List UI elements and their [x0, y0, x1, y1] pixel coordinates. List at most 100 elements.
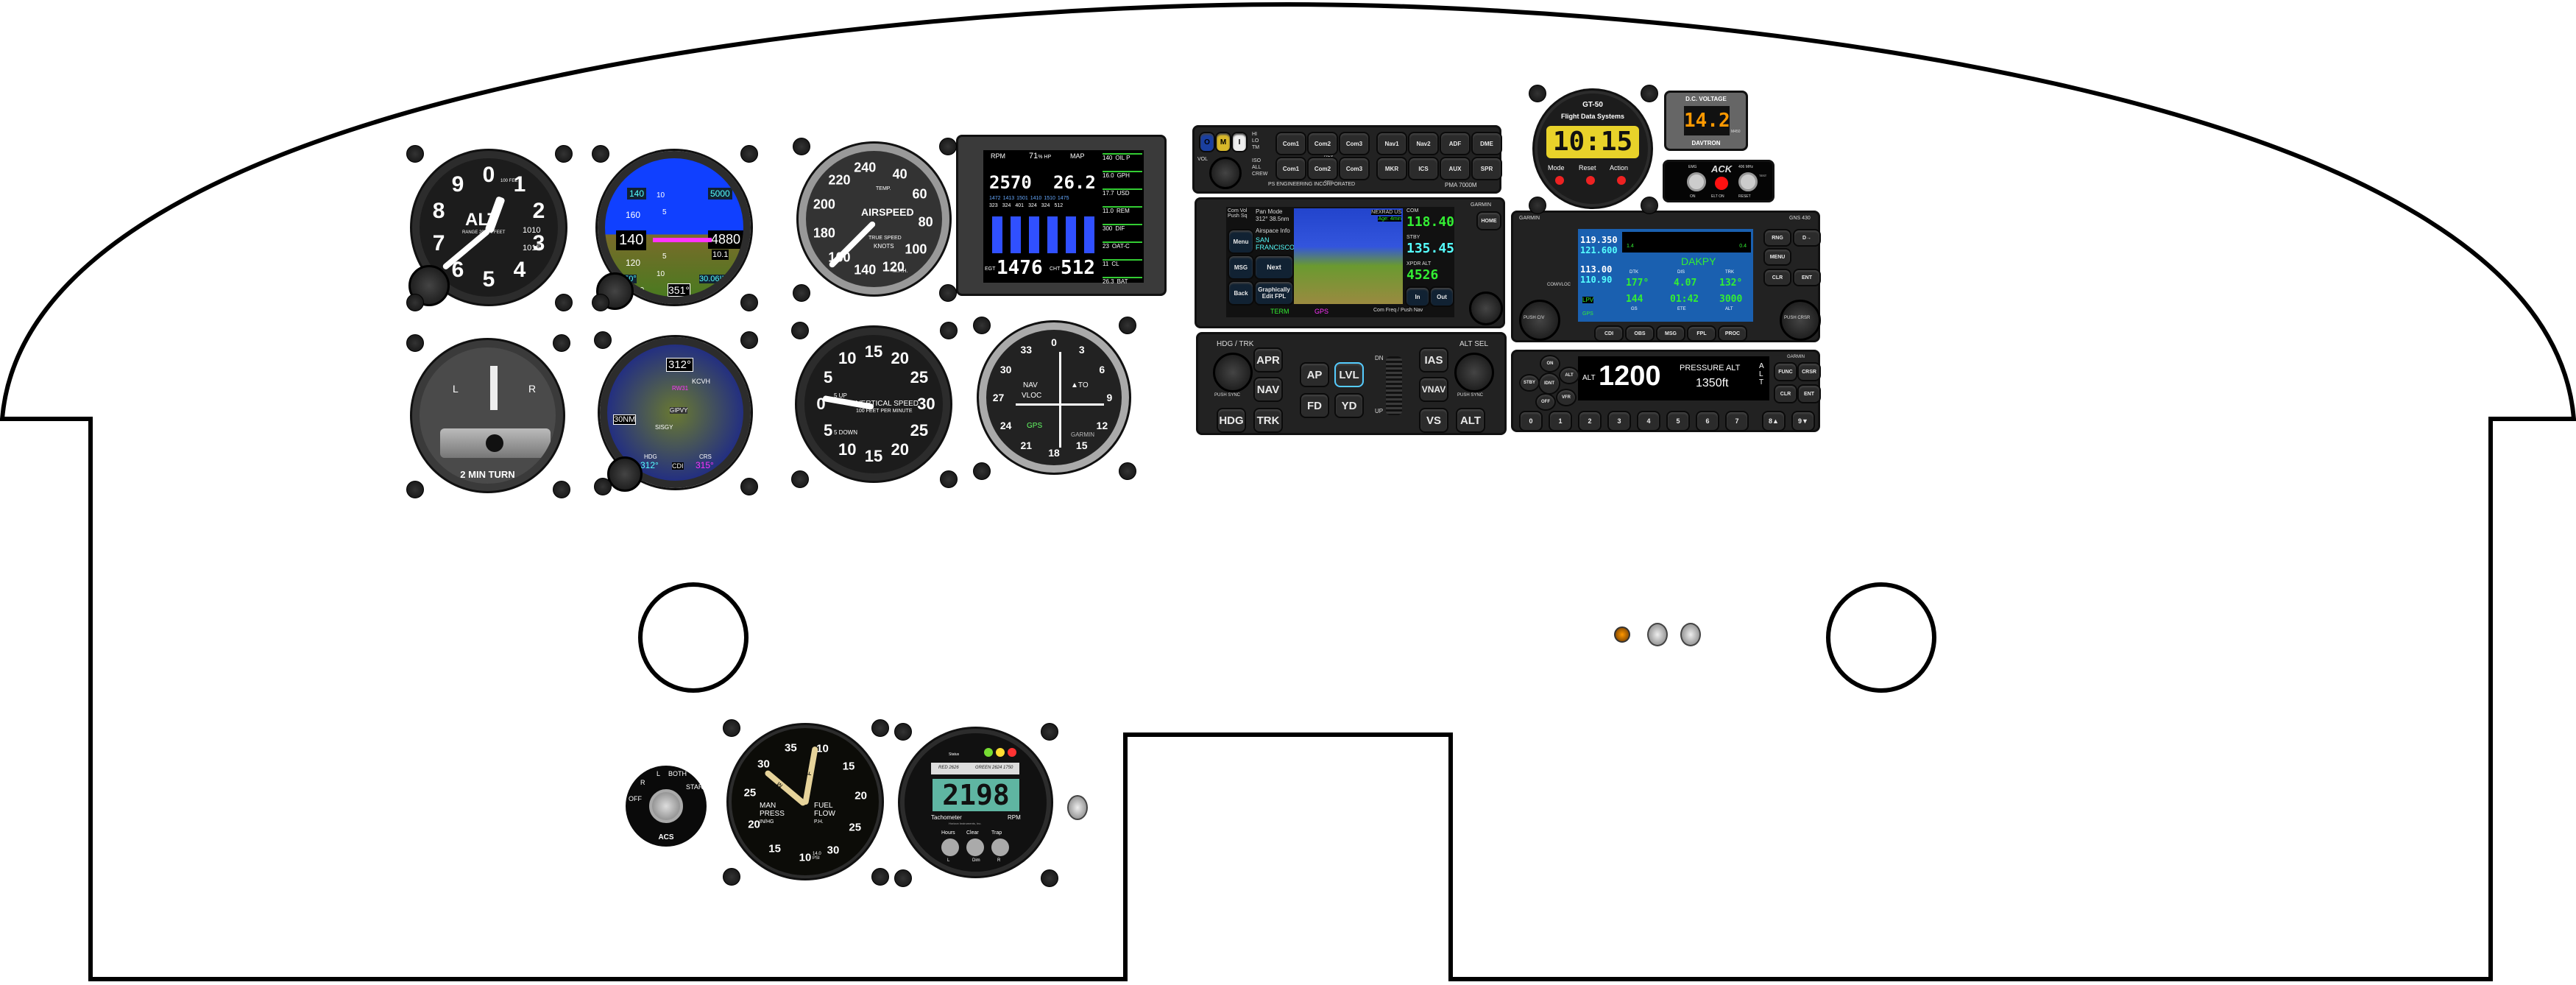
alt-button[interactable]: ALT — [1456, 408, 1485, 433]
heading-knob[interactable] — [1213, 353, 1253, 392]
gtn-back-button[interactable]: Back — [1228, 280, 1254, 306]
yd-button[interactable]: YD — [1334, 393, 1364, 418]
audio-button-com3[interactable]: Com3 — [1339, 132, 1370, 155]
ap-button[interactable]: AP — [1300, 362, 1329, 387]
xpdr-digit-key[interactable]: 0 — [1519, 411, 1543, 431]
func-button[interactable]: FUNC — [1774, 362, 1797, 381]
gtn-zoom-in[interactable]: In — [1405, 286, 1430, 307]
nav-button[interactable]: NAV — [1253, 377, 1283, 402]
gtn-edit-fpl-button[interactable]: Graphically Edit FPL — [1254, 280, 1294, 306]
xpdr-digit-key[interactable]: 8▲ — [1762, 411, 1786, 431]
gtn-menu-button[interactable]: Menu — [1228, 229, 1254, 254]
audio-button-dme[interactable]: DME — [1471, 132, 1502, 155]
audio-volume-knob[interactable] — [1209, 157, 1242, 189]
gtn-xpdr-label: XPDR ALT — [1406, 261, 1432, 266]
tach-button-clear[interactable] — [966, 839, 984, 856]
xpdr-digit-key[interactable]: 5 — [1666, 411, 1690, 431]
trk-button[interactable]: TRK — [1253, 408, 1283, 433]
ias-button[interactable]: IAS — [1419, 347, 1448, 373]
audio-mode-m[interactable]: M — [1215, 132, 1231, 152]
xpdr-mode-off[interactable]: OFF — [1535, 393, 1556, 411]
clock-button-reset[interactable] — [1586, 176, 1595, 185]
audio-button-spr[interactable]: SPR — [1471, 157, 1502, 180]
gtn-home-button[interactable]: HOME — [1476, 211, 1501, 230]
xpdr-mode-vfr[interactable]: VFR — [1556, 389, 1577, 406]
trim-wheel[interactable] — [1386, 356, 1402, 415]
gns-key-right[interactable]: MENU — [1763, 248, 1791, 266]
dial-number: 3 — [1078, 343, 1085, 356]
gns-key-cdi[interactable]: CDI — [1594, 325, 1624, 342]
xpdr-mode-stby[interactable]: STBY — [1519, 374, 1540, 392]
gtn-zoom-out[interactable]: Out — [1429, 286, 1454, 307]
xpdr-digit-key[interactable]: 3 — [1607, 411, 1631, 431]
crsr-button[interactable]: CRSR — [1797, 362, 1821, 381]
vnav-button[interactable]: VNAV — [1419, 377, 1448, 402]
altitude-select-knob[interactable] — [1454, 353, 1494, 392]
audio-button-com2[interactable]: Com2 — [1307, 132, 1338, 155]
xpdr-mode-alt[interactable]: ALT — [1559, 367, 1579, 384]
xpdr-digit-key[interactable]: 2 — [1578, 411, 1602, 431]
turn-right-label: R — [528, 383, 537, 395]
audio-button-nav1[interactable]: Nav1 — [1376, 132, 1407, 155]
gns-key-fpl[interactable]: FPL — [1687, 325, 1716, 342]
toggle-switch-2[interactable] — [1680, 623, 1701, 646]
gns-key-right[interactable]: RNG — [1763, 229, 1791, 247]
lvl-button[interactable]: LVL — [1334, 362, 1364, 387]
apr-button[interactable]: APR — [1253, 347, 1283, 373]
xpdr-mode-on[interactable]: ON — [1540, 355, 1560, 373]
dial-number: 5 — [824, 368, 833, 387]
audio-button-com3[interactable]: Com3 — [1339, 157, 1370, 180]
tach-button-hours[interactable] — [941, 839, 959, 856]
toggle-switch-3[interactable] — [1067, 795, 1088, 820]
audio-mode-i[interactable]: I — [1231, 132, 1248, 152]
gns-key-right[interactable]: D→ — [1793, 229, 1821, 247]
gtn-xpdr-code[interactable]: 4526 — [1406, 267, 1439, 283]
gns-vloc-active[interactable]: 113.00 — [1580, 264, 1613, 275]
gtn-com-freq[interactable]: 118.40 — [1406, 214, 1455, 230]
gtn-tab-term[interactable]: TERM — [1270, 308, 1289, 315]
gns-key-right[interactable]: CLR — [1763, 269, 1791, 286]
emg-switch[interactable] — [1687, 172, 1706, 191]
gns-right-knob[interactable] — [1780, 300, 1821, 341]
hdg-button[interactable]: HDG — [1217, 408, 1246, 433]
ignition-key-slot[interactable] — [649, 789, 683, 823]
gtn-msg-button[interactable]: MSG — [1228, 255, 1254, 280]
audio-mode-o[interactable]: O — [1199, 132, 1215, 152]
hsi-knob[interactable] — [607, 456, 643, 492]
audio-button-nav2[interactable]: Nav2 — [1408, 132, 1439, 155]
fd-button[interactable]: FD — [1300, 393, 1329, 418]
gns-key-proc[interactable]: PROC — [1718, 325, 1747, 342]
tach-button-trap[interactable] — [991, 839, 1009, 856]
ent-button[interactable]: ENT — [1797, 384, 1821, 403]
reset-switch[interactable] — [1738, 172, 1758, 191]
audio-button-mkr[interactable]: MKR — [1376, 157, 1407, 180]
gns-left-knob[interactable] — [1519, 300, 1560, 341]
audio-button-aux[interactable]: AUX — [1440, 157, 1471, 180]
xpdr-digit-key[interactable]: 1 — [1549, 411, 1572, 431]
audio-button-adf[interactable]: ADF — [1440, 132, 1471, 155]
gns-key-msg[interactable]: MSG — [1656, 325, 1685, 342]
gns-com-active[interactable]: 119.350 — [1580, 235, 1618, 245]
clock-button-action[interactable] — [1617, 176, 1626, 185]
toggle-switch-1[interactable] — [1647, 623, 1668, 646]
clr-button[interactable]: CLR — [1774, 384, 1797, 403]
gns-key-obs[interactable]: OBS — [1625, 325, 1655, 342]
audio-button-ics[interactable]: ICS — [1408, 157, 1439, 180]
ident-button[interactable]: IDNT — [1538, 373, 1560, 395]
audio-button-com1[interactable]: Com1 — [1275, 157, 1306, 180]
xpdr-digit-key[interactable]: 6 — [1696, 411, 1719, 431]
dial-number: 5 — [482, 267, 495, 292]
vs-button[interactable]: VS — [1419, 408, 1448, 433]
xpdr-digit-key[interactable]: 4 — [1637, 411, 1660, 431]
audio-button-com2[interactable]: Com2 — [1307, 157, 1338, 180]
gtn-next-button[interactable]: Next — [1254, 255, 1294, 280]
xpdr-digit-key[interactable]: 9▼ — [1791, 411, 1815, 431]
gtn-stby-freq[interactable]: 135.45 — [1406, 241, 1455, 256]
gtn-tab-gps[interactable]: GPS — [1314, 308, 1329, 315]
xpdr-digit-key[interactable]: 7 — [1725, 411, 1749, 431]
gns-key-right[interactable]: ENT — [1793, 269, 1821, 286]
audio-button-com1[interactable]: Com1 — [1275, 132, 1306, 155]
gtn-knob[interactable] — [1469, 292, 1503, 325]
clock-button-mode[interactable] — [1555, 176, 1564, 185]
